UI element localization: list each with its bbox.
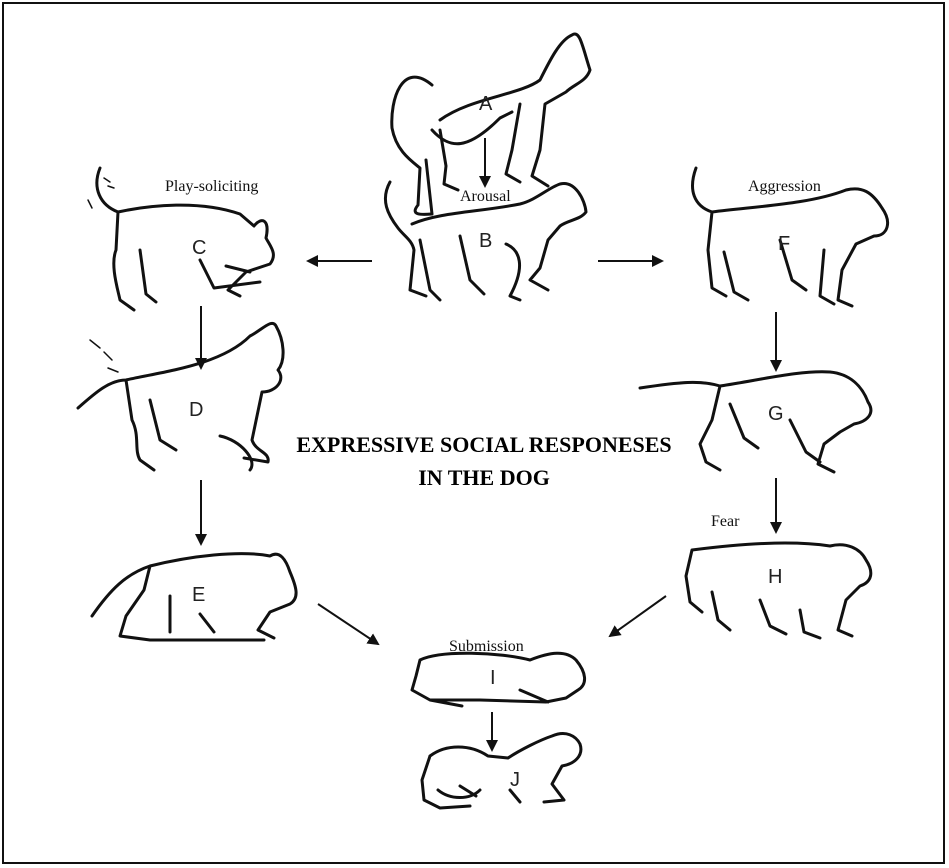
title-line-2: IN THE DOG	[418, 465, 550, 490]
diagram-title: EXPRESSIVE SOCIAL RESPONESES IN THE DOG	[296, 432, 671, 490]
caption-arousal: Arousal	[460, 188, 511, 205]
dog-f: F Aggression	[693, 168, 888, 306]
dog-e: E	[92, 554, 296, 640]
dog-i: I Submission	[412, 638, 585, 706]
dog-label-c: C	[192, 237, 206, 259]
dog-label-g: G	[768, 403, 784, 425]
title-line-1: EXPRESSIVE SOCIAL RESPONESES	[296, 432, 671, 457]
dog-j: J	[422, 734, 581, 808]
arrow-h-to-i	[610, 596, 666, 636]
dog-d: D	[78, 323, 283, 470]
arrow-e-to-i	[318, 604, 378, 644]
dog-label-h: H	[768, 566, 782, 588]
dog-label-b: B	[479, 230, 492, 252]
caption-submission: Submission	[449, 638, 524, 655]
dog-label-a: A	[479, 93, 493, 115]
dog-label-j: J	[510, 769, 520, 791]
dog-label-f: F	[778, 233, 790, 255]
dog-b: B Arousal	[385, 182, 586, 300]
caption-play-soliciting: Play-soliciting	[165, 178, 258, 195]
dog-h: H Fear	[686, 513, 871, 638]
dog-c: C Play-soliciting	[88, 168, 273, 310]
dog-label-d: D	[189, 399, 203, 421]
dog-g: G	[640, 372, 871, 472]
caption-aggression: Aggression	[748, 178, 821, 195]
caption-fear: Fear	[711, 513, 740, 530]
dog-label-e: E	[192, 584, 205, 606]
dog-label-i: I	[490, 667, 496, 689]
